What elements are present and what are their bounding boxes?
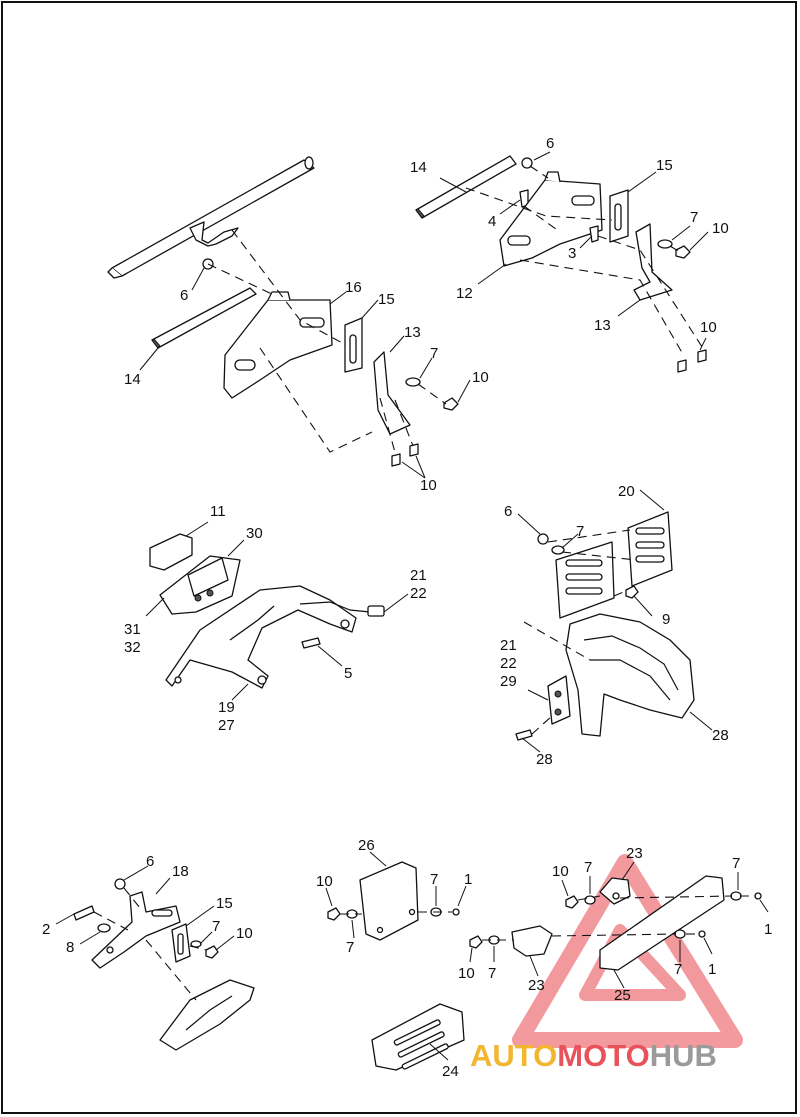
callout: 1 <box>708 961 716 978</box>
callout: 32 <box>124 639 141 656</box>
group-g-assembly <box>371 861 769 1071</box>
callout: 6 <box>504 503 512 520</box>
callout: 29 <box>500 673 517 690</box>
callout: 28 <box>712 727 729 744</box>
callout: 7 <box>584 859 592 876</box>
callout: 14 <box>124 371 141 388</box>
callout: 23 <box>528 977 545 994</box>
callout: 9 <box>662 611 670 628</box>
callout: 15 <box>378 291 395 308</box>
callout: 3 <box>568 245 576 262</box>
callout: 7 <box>690 209 698 226</box>
callout: 25 <box>614 987 631 1004</box>
callout: 6 <box>180 287 188 304</box>
callout: 7 <box>212 918 220 935</box>
callout: 4 <box>488 213 496 230</box>
callout: 15 <box>216 895 233 912</box>
callout: 28 <box>536 751 553 768</box>
callout: 10 <box>420 477 437 494</box>
callout: 10 <box>236 925 253 942</box>
callout: 8 <box>66 939 74 956</box>
callout: 10 <box>472 369 489 386</box>
callout: 2 <box>42 921 50 938</box>
callout: 12 <box>456 285 473 302</box>
group-d-assembly <box>515 489 713 753</box>
group-a-assembly <box>107 156 471 479</box>
callout: 22 <box>410 585 427 602</box>
callout: 15 <box>656 157 673 174</box>
callout: 10 <box>316 873 333 890</box>
callout: 24 <box>442 1063 459 1080</box>
callout: 6 <box>146 853 154 870</box>
group-c-assembly <box>145 521 409 701</box>
callout: 21 <box>410 567 427 584</box>
callout: 18 <box>172 863 189 880</box>
callout: 31 <box>124 621 141 638</box>
group-b-assembly <box>415 151 709 373</box>
callout: 10 <box>458 965 475 982</box>
callout: 6 <box>546 135 554 152</box>
callout: 10 <box>712 220 729 237</box>
group-e-assembly <box>55 865 255 1051</box>
callout: 7 <box>346 939 354 956</box>
callout: 13 <box>594 317 611 334</box>
callout: 1 <box>764 921 772 938</box>
callout: 23 <box>626 845 643 862</box>
callout: 1 <box>464 871 472 888</box>
callout: 27 <box>218 717 235 734</box>
callout: 26 <box>358 837 375 854</box>
callout: 7 <box>732 855 740 872</box>
callout: 21 <box>500 637 517 654</box>
watermark-part-moto: MOTO <box>557 1038 649 1073</box>
callout-labels: 14 6 16 15 13 7 10 10 6 14 15 4 7 10 3 1… <box>42 135 772 1080</box>
callout: 16 <box>345 279 362 296</box>
callout: 7 <box>430 345 438 362</box>
watermark-text: AUTOMOTOHUB <box>470 1038 717 1073</box>
callout: 10 <box>552 863 569 880</box>
group-f-assembly <box>325 851 467 941</box>
callout: 7 <box>430 871 438 888</box>
callout: 7 <box>488 965 496 982</box>
callout: 7 <box>576 523 584 540</box>
callout: 5 <box>344 665 352 682</box>
callout: 30 <box>246 525 263 542</box>
callout: 7 <box>674 961 682 978</box>
watermark-part-auto: AUTO <box>470 1038 557 1073</box>
callout: 14 <box>410 159 427 176</box>
watermark-word: AUTOMOTOHUB <box>470 1038 717 1073</box>
callout: 11 <box>210 503 226 520</box>
callout: 10 <box>700 319 717 336</box>
callout: 22 <box>500 655 517 672</box>
callout: 19 <box>218 699 235 716</box>
watermark-part-hub: HUB <box>650 1038 717 1073</box>
callout: 13 <box>404 324 421 341</box>
callout: 20 <box>618 483 635 500</box>
